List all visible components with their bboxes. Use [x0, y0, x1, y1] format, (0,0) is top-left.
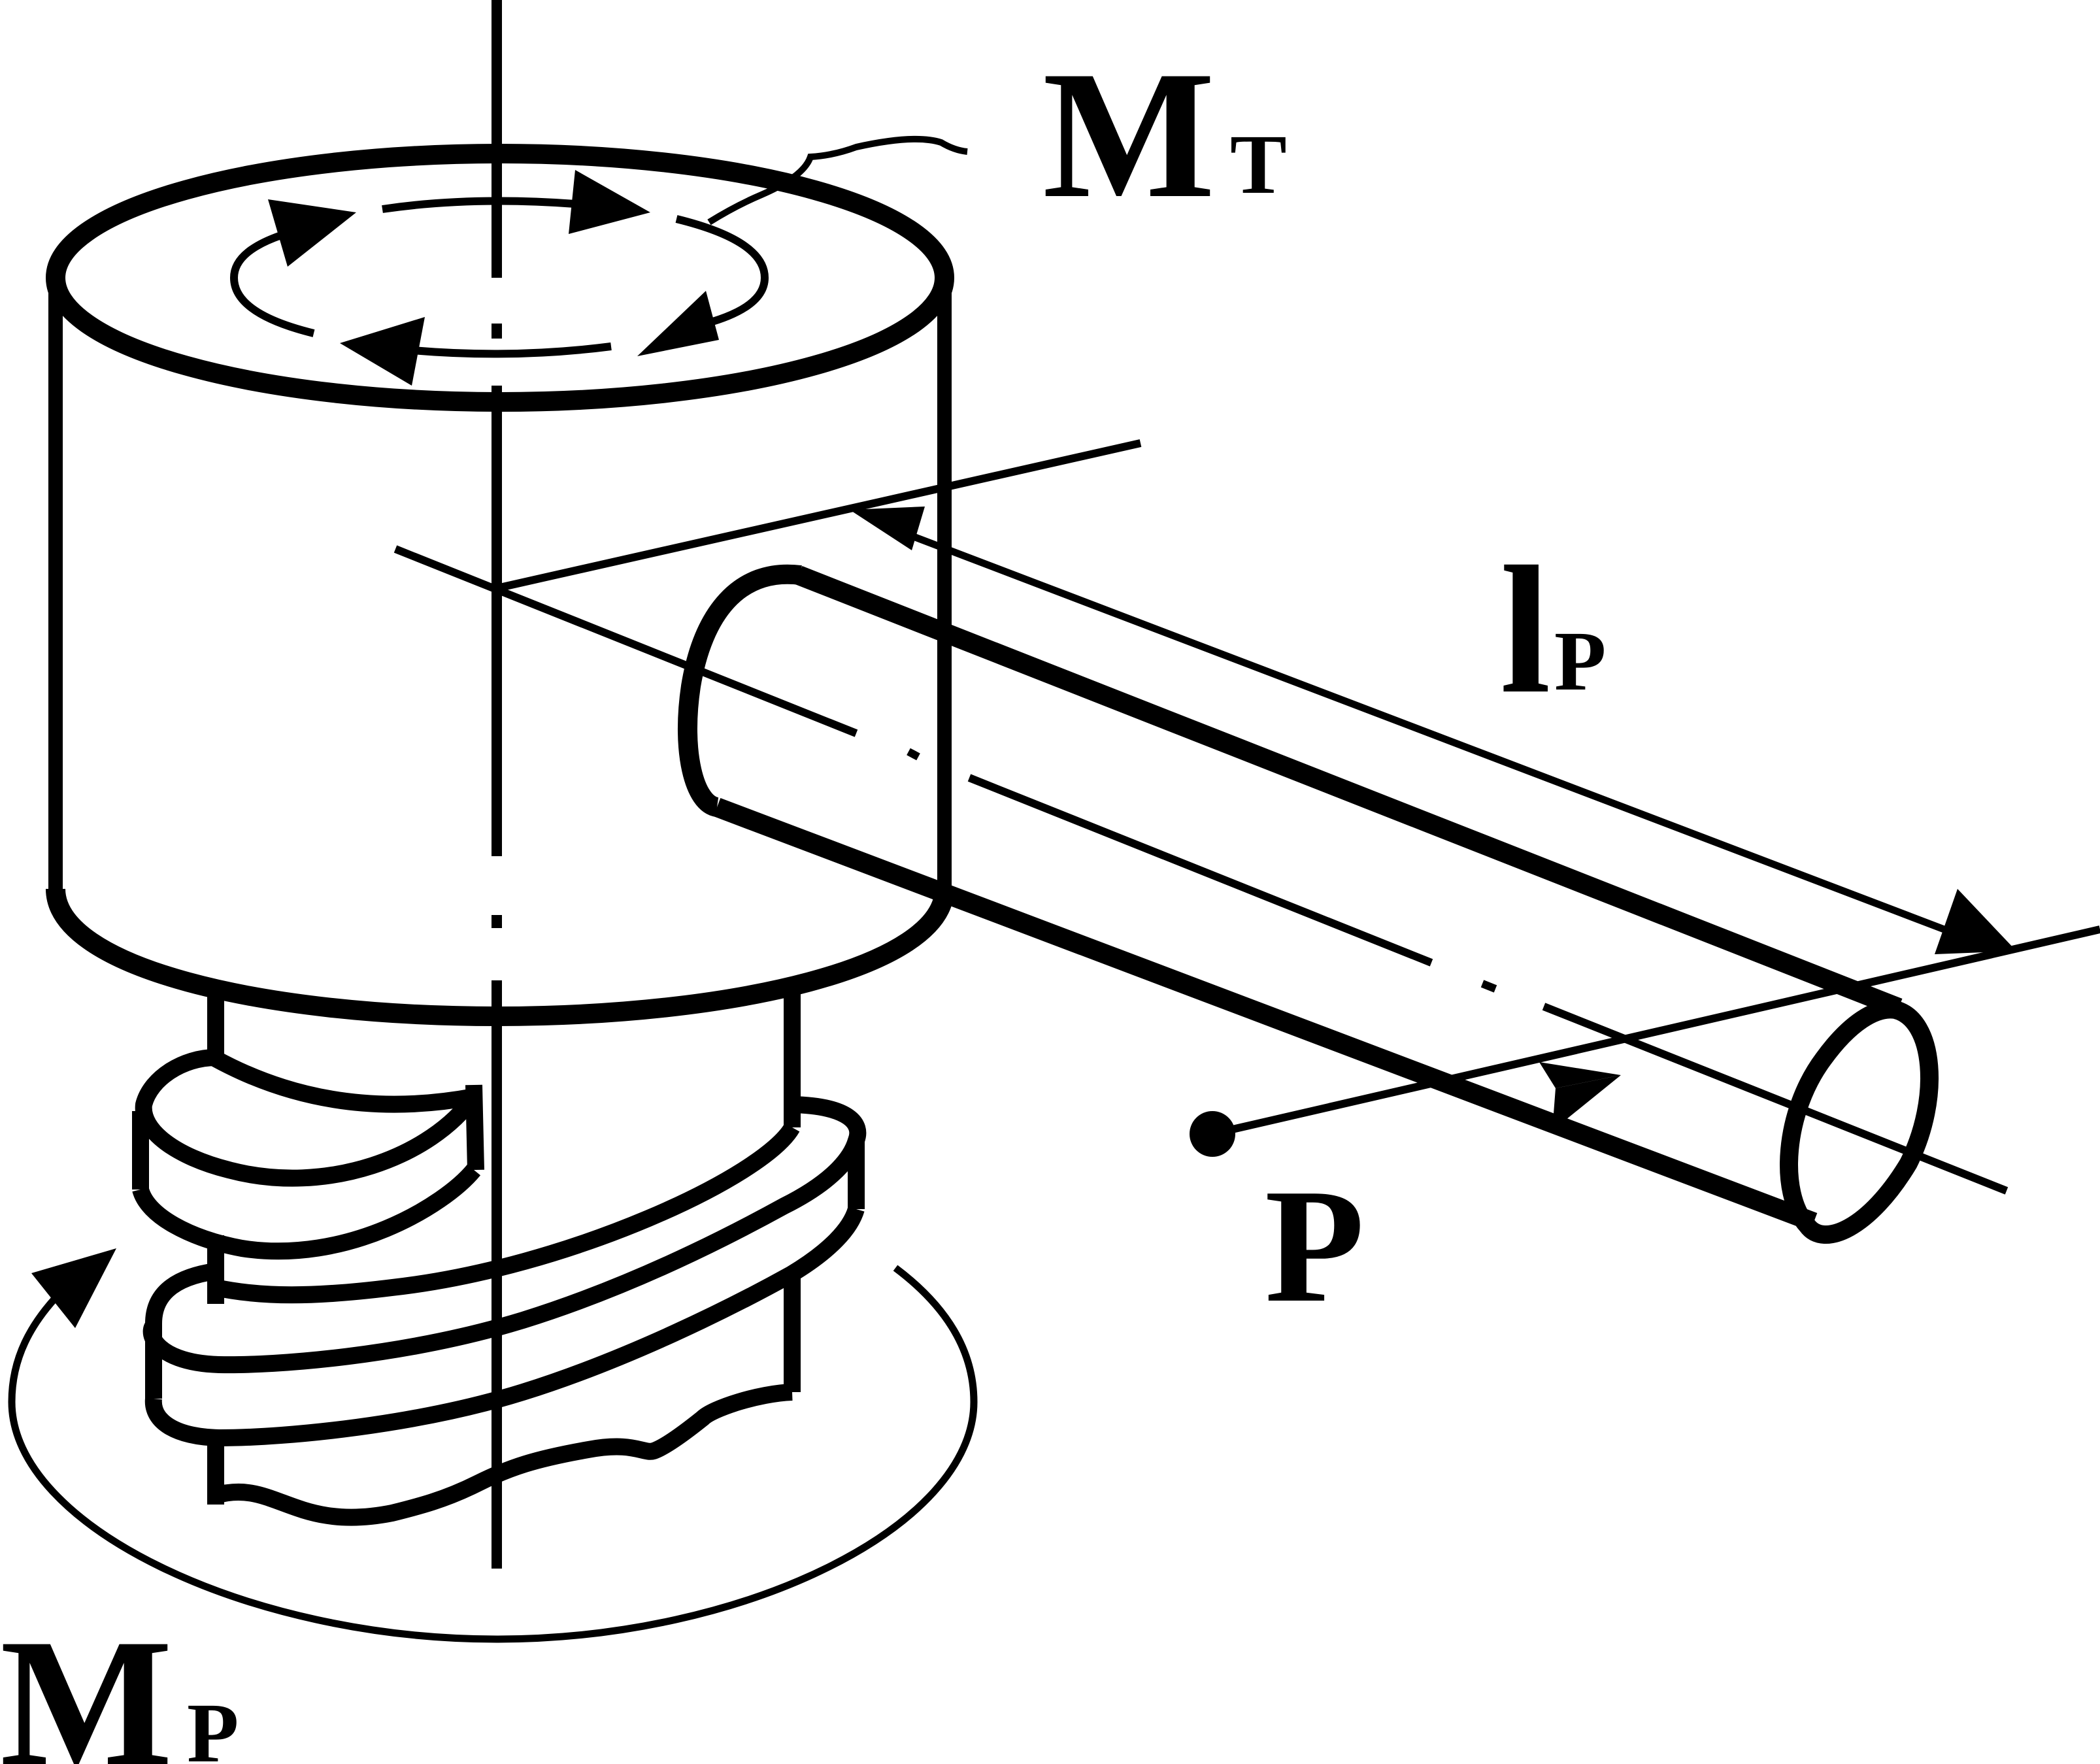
plane-construction-line: [495, 439, 1142, 592]
force-label-p: P: [1265, 1156, 1365, 1337]
force-arrowhead: [1539, 1062, 1621, 1131]
force-point: [1190, 1111, 1235, 1157]
base-torque-loop: [8, 1265, 978, 1643]
torque-label-mt-subscript: T: [1230, 118, 1287, 212]
torque-label-mt: M: [1042, 33, 1215, 236]
torque-label-mp: M: [0, 1601, 173, 1764]
torque-label-mp-subscript: P: [187, 1686, 239, 1764]
dimension-arrowheads: [850, 507, 2016, 954]
arm-near-end: [678, 564, 802, 817]
cylinder-bottom-arc: [46, 888, 954, 1027]
top-arrowheads: [268, 170, 719, 386]
arm: [678, 564, 1939, 1244]
lever-arm-label: l: [1500, 528, 1551, 731]
lever-arm-label-subscript: P: [1554, 614, 1606, 708]
arm-top-edge: [795, 566, 1903, 1017]
cylinder: [45, 144, 955, 1027]
shaft-spring: [132, 990, 867, 1526]
force-line: [1211, 925, 2100, 1138]
arm-bottom-edge: [713, 797, 1818, 1232]
arm-far-end-ellipse: [1780, 1000, 1939, 1244]
mt-pointer: [707, 135, 968, 225]
top-torque-arrows: [229, 197, 769, 358]
base-torque-arrowhead: [31, 1248, 116, 1328]
lever-arm-dimension-line: [910, 532, 1985, 948]
